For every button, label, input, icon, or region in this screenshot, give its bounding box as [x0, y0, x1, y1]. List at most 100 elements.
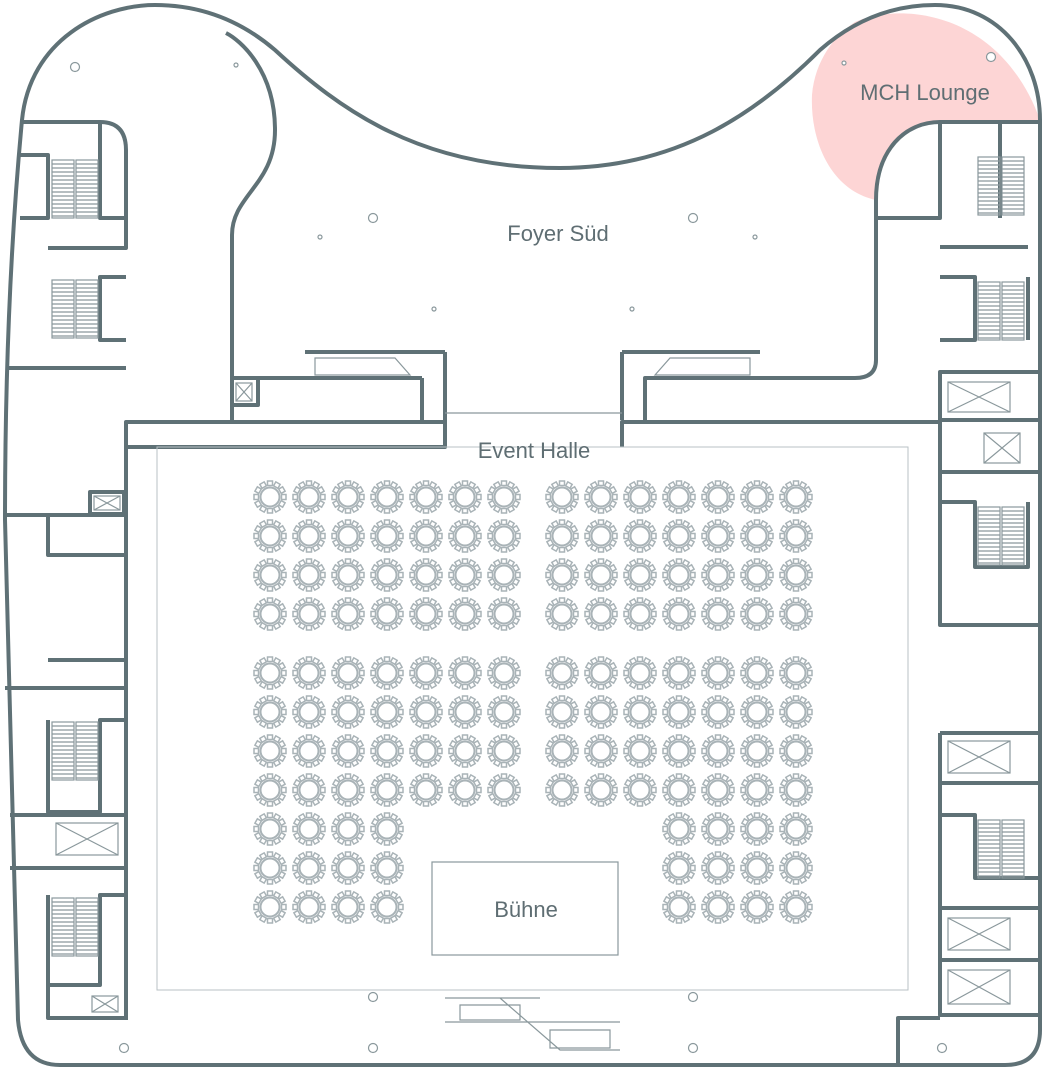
table[interactable] — [253, 812, 287, 846]
table[interactable] — [487, 656, 521, 690]
table[interactable] — [662, 480, 696, 514]
table[interactable] — [292, 519, 326, 553]
table[interactable] — [409, 773, 443, 807]
table[interactable] — [779, 519, 813, 553]
table[interactable] — [253, 773, 287, 807]
table[interactable] — [545, 480, 579, 514]
table[interactable] — [701, 851, 735, 885]
table[interactable] — [740, 656, 774, 690]
table[interactable] — [623, 656, 657, 690]
table[interactable] — [448, 695, 482, 729]
table[interactable] — [292, 851, 326, 885]
table[interactable] — [409, 480, 443, 514]
table[interactable] — [623, 695, 657, 729]
table[interactable] — [701, 812, 735, 846]
table[interactable] — [331, 734, 365, 768]
table[interactable] — [662, 890, 696, 924]
table[interactable] — [253, 851, 287, 885]
table[interactable] — [253, 734, 287, 768]
table[interactable] — [545, 656, 579, 690]
table[interactable] — [448, 597, 482, 631]
stage[interactable] — [431, 861, 619, 956]
table[interactable] — [253, 597, 287, 631]
table[interactable] — [253, 890, 287, 924]
table[interactable] — [409, 519, 443, 553]
table[interactable] — [331, 656, 365, 690]
table[interactable] — [331, 597, 365, 631]
table[interactable] — [662, 851, 696, 885]
table[interactable] — [331, 480, 365, 514]
table[interactable] — [487, 597, 521, 631]
table[interactable] — [779, 558, 813, 592]
table[interactable] — [292, 812, 326, 846]
table[interactable] — [701, 656, 735, 690]
table[interactable] — [779, 480, 813, 514]
table[interactable] — [370, 695, 404, 729]
table[interactable] — [740, 480, 774, 514]
table[interactable] — [740, 773, 774, 807]
table[interactable] — [409, 695, 443, 729]
table[interactable] — [584, 597, 618, 631]
table[interactable] — [584, 656, 618, 690]
table[interactable] — [545, 695, 579, 729]
table[interactable] — [701, 890, 735, 924]
table[interactable] — [779, 890, 813, 924]
table[interactable] — [545, 558, 579, 592]
table[interactable] — [701, 695, 735, 729]
table[interactable] — [448, 480, 482, 514]
table[interactable] — [779, 773, 813, 807]
table[interactable] — [409, 656, 443, 690]
table[interactable] — [545, 519, 579, 553]
table[interactable] — [448, 656, 482, 690]
table[interactable] — [409, 734, 443, 768]
table[interactable] — [623, 773, 657, 807]
table[interactable] — [292, 773, 326, 807]
table[interactable] — [701, 480, 735, 514]
table[interactable] — [584, 734, 618, 768]
table[interactable] — [370, 773, 404, 807]
table[interactable] — [448, 558, 482, 592]
table[interactable] — [331, 558, 365, 592]
table[interactable] — [292, 695, 326, 729]
table[interactable] — [487, 558, 521, 592]
table[interactable] — [662, 812, 696, 846]
table[interactable] — [253, 558, 287, 592]
table[interactable] — [370, 851, 404, 885]
table[interactable] — [487, 480, 521, 514]
table[interactable] — [292, 890, 326, 924]
table[interactable] — [584, 773, 618, 807]
table[interactable] — [740, 695, 774, 729]
mch-lounge-area[interactable] — [811, 13, 1040, 200]
table[interactable] — [740, 597, 774, 631]
table[interactable] — [779, 656, 813, 690]
table[interactable] — [623, 558, 657, 592]
table[interactable] — [662, 519, 696, 553]
table[interactable] — [370, 597, 404, 631]
table[interactable] — [545, 773, 579, 807]
table[interactable] — [740, 734, 774, 768]
table[interactable] — [292, 480, 326, 514]
table[interactable] — [487, 773, 521, 807]
table[interactable] — [779, 597, 813, 631]
table[interactable] — [740, 812, 774, 846]
table[interactable] — [409, 558, 443, 592]
table[interactable] — [584, 519, 618, 553]
table[interactable] — [584, 695, 618, 729]
table[interactable] — [779, 812, 813, 846]
table[interactable] — [584, 558, 618, 592]
table[interactable] — [370, 480, 404, 514]
table[interactable] — [370, 656, 404, 690]
table[interactable] — [331, 773, 365, 807]
table[interactable] — [448, 734, 482, 768]
table[interactable] — [292, 558, 326, 592]
table[interactable] — [740, 519, 774, 553]
table[interactable] — [370, 558, 404, 592]
table[interactable] — [701, 519, 735, 553]
table[interactable] — [292, 656, 326, 690]
table[interactable] — [331, 890, 365, 924]
table[interactable] — [740, 851, 774, 885]
table[interactable] — [253, 695, 287, 729]
table[interactable] — [370, 890, 404, 924]
table[interactable] — [292, 597, 326, 631]
table[interactable] — [779, 695, 813, 729]
